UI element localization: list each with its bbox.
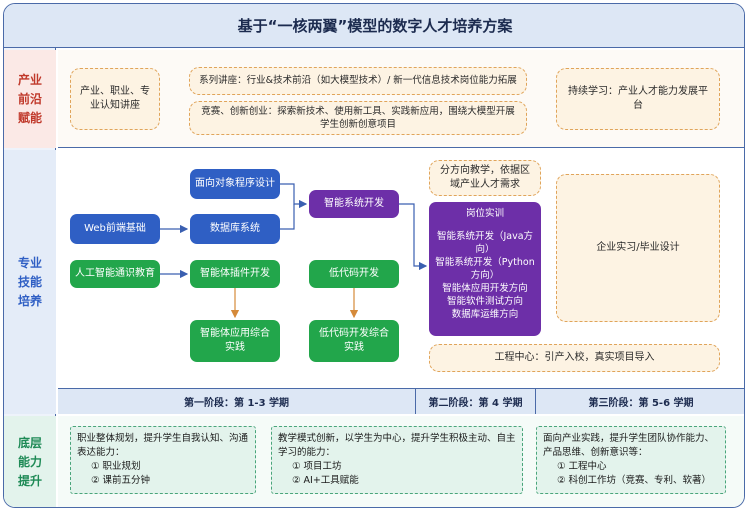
post-training-item: 数据库运维方向	[451, 309, 519, 320]
engineering-center-box: 工程中心：引产入校，真实项目导入	[429, 344, 720, 372]
base-box-industry-practice: 面向产业实践，提升学生团队协作能力、产品思维、创新意识等： ① 工程中心 ② 科…	[536, 426, 726, 494]
base-box-teaching: 教学模式创新，以学生为中心，提升学生积极主动、自主学习的能力： ① 项目工坊 ②…	[271, 426, 523, 494]
enterprise-internship-box: 企业实习/毕业设计	[556, 174, 720, 322]
base-item: ① 职业规划	[91, 461, 141, 472]
lowcode-course: 低代码开发	[309, 260, 399, 288]
base-item: ② 课前五分钟	[91, 475, 151, 486]
arrow-db-to-smart	[280, 204, 295, 230]
ai-intro-course: 人工智能通识教育	[70, 260, 160, 288]
oop-course: 面向对象程序设计	[190, 169, 280, 199]
agent-app-practice: 智能体应用综合实践	[190, 320, 280, 362]
stage-3: 第三阶段：第 5-6 学期	[536, 388, 744, 414]
base-box-intro: 教学模式创新，以学生为中心，提升学生积极主动、自主学习的能力：	[278, 433, 516, 458]
arrow-smart-to-post	[399, 203, 428, 271]
base-box-career: 职业整体规划，提升学生自我认知、沟通表达能力： ① 职业规划 ② 课前五分钟	[70, 426, 256, 494]
base-item: ② AI+工具赋能	[292, 475, 359, 486]
base-box-intro: 面向产业实践，提升学生团队协作能力、产品思维、创新意识等：	[543, 433, 715, 458]
arrow-oop-to-smart	[280, 183, 308, 209]
base-item: ② 科创工作坊（竞赛、专利、软著）	[557, 475, 712, 486]
smart-system-course: 智能系统开发	[309, 190, 399, 218]
flow-arrows	[160, 183, 428, 319]
industry-awareness-lecture: 产业、职业、专业认知讲座	[70, 68, 160, 130]
stage-1: 第一阶段：第 1-3 学期	[58, 388, 416, 414]
post-training-box: 岗位实训 智能系统开发（Java方向） 智能系统开发（Python方向） 智能体…	[429, 202, 541, 336]
base-item: ① 项目工坊	[292, 461, 342, 472]
direction-teaching-box: 分方向教学，依据区域产业人才需求	[429, 160, 541, 196]
continuous-learning-box: 持续学习：产业人才能力发展平台	[556, 68, 720, 130]
competition-box: 竞赛、创新创业：探索新技术、使用新工具、实践新应用，围绕大模型开展学生创新创意项…	[189, 101, 527, 135]
stage-2: 第二阶段：第 4 学期	[416, 388, 536, 414]
section-label-base: 底层 能力 提升	[4, 416, 56, 507]
page-title: 基于“一核两翼”模型的数字人才培养方案	[4, 4, 744, 48]
web-frontend-course: Web前端基础	[70, 214, 160, 244]
post-training-title: 岗位实训	[465, 208, 504, 219]
post-training-item: 智能系统开发（Python方向）	[435, 257, 535, 281]
agent-plugin-course: 智能体插件开发	[190, 260, 280, 288]
section-label-industry: 产业 前沿 赋能	[4, 50, 56, 148]
lecture-series-box: 系列讲座：行业&技术前沿（如大模型技术）/ 新一代信息技术岗位能力拓展	[189, 67, 527, 95]
base-item: ① 工程中心	[557, 461, 607, 472]
diagram-frame: 基于“一核两翼”模型的数字人才培养方案 产业 前沿 赋能 专业 技能 培养 底层…	[3, 3, 745, 508]
post-training-item: 智能软件测试方向	[446, 296, 523, 307]
database-course: 数据库系统	[190, 214, 280, 244]
base-box-intro: 职业整体规划，提升学生自我认知、沟通表达能力：	[77, 433, 249, 458]
section-label-skills: 专业 技能 培养	[4, 150, 56, 414]
post-training-item: 智能系统开发（Java方向）	[436, 231, 534, 255]
lowcode-practice: 低代码开发综合实践	[309, 320, 399, 362]
post-training-item: 智能体应用开发方向	[442, 283, 528, 294]
